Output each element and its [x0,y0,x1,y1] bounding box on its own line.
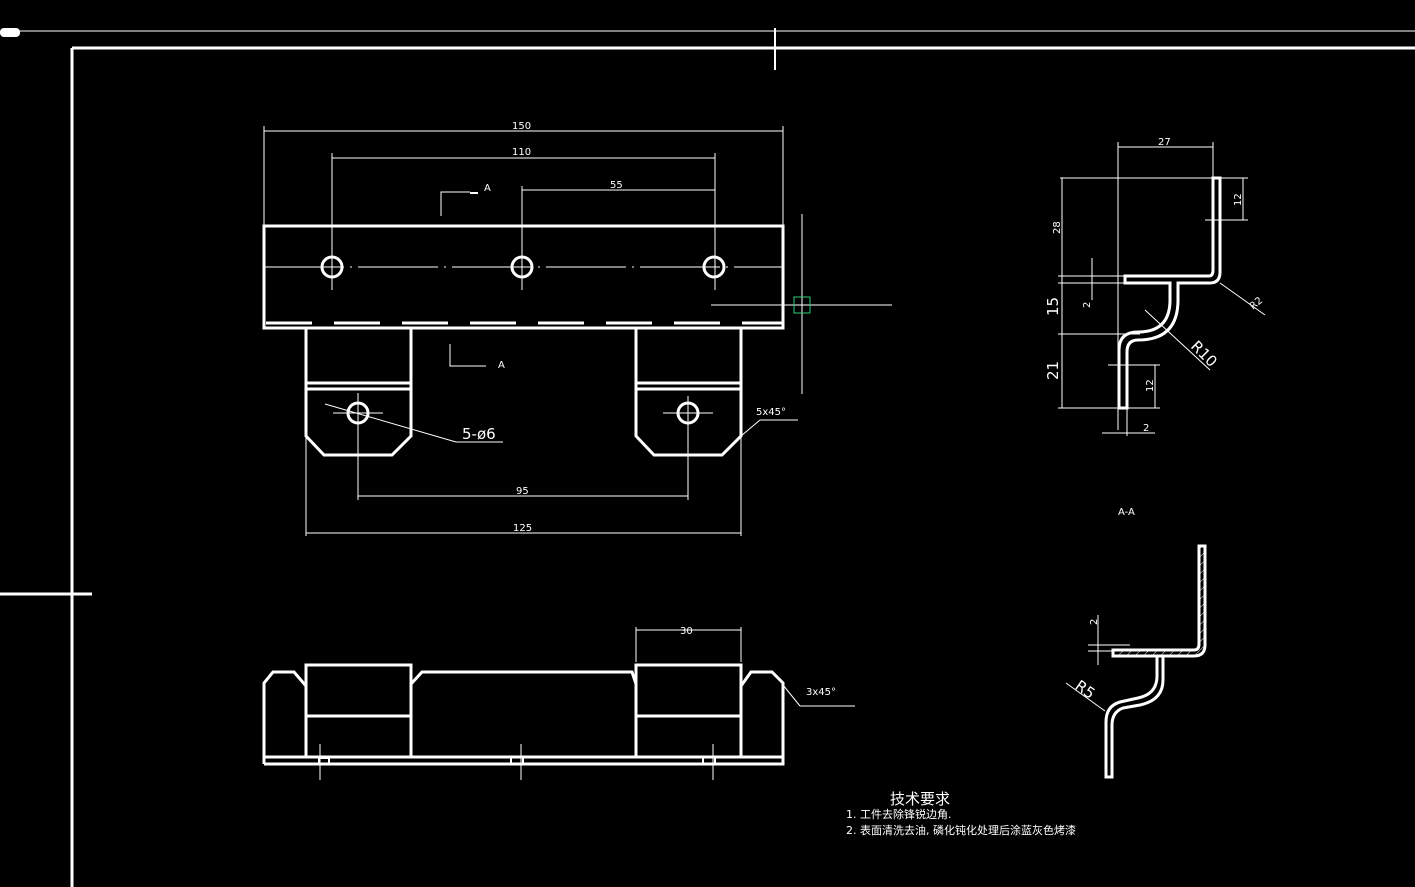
dim-2-thickness: 2 [1082,302,1093,308]
section-marker-a-top: A [484,183,491,194]
dim-28: 28 [1052,221,1063,234]
dim-110: 110 [512,147,531,158]
hole-callout: 5-ø6 [462,425,496,443]
dim-27: 27 [1158,137,1171,148]
drawing-frame [0,28,1415,887]
side-view-labels: 27 28 12 2 15 21 12 2 R2 R10 [1044,137,1265,434]
dim-30: 30 [680,626,693,637]
side-view [1058,142,1266,436]
radius-r10: R10 [1187,337,1221,371]
dim-2-bottom: 2 [1143,423,1149,434]
tech-requirements-title: 技术要求 [890,790,950,808]
chamfer-callout-3x45: 3x45° [806,687,836,698]
dim-12-top: 12 [1233,193,1244,206]
dim-2-section: 2 [1089,619,1100,625]
front-view-labels: 30 3x45° [680,626,836,698]
cursor-pickbox [793,296,811,314]
top-view-labels: 150 110 55 A A 5-ø6 5x45° 95 125 [462,121,786,534]
dim-15: 15 [1044,297,1062,316]
top-view [262,126,892,536]
dim-55: 55 [610,180,623,191]
dim-95: 95 [516,486,529,497]
dim-21: 21 [1044,361,1062,380]
tech-requirement-1: 1. 工件去除锋锐边角. [846,807,952,821]
dim-12-bottom: 12 [1145,379,1156,392]
section-marker-a-bottom: A [498,360,505,371]
radius-r2: R2 [1248,295,1265,312]
section-title: A-A [1118,507,1135,518]
section-view [1065,544,1207,779]
chamfer-callout-5x45: 5x45° [756,407,786,418]
front-view [262,627,855,780]
tech-requirements: 技术要求 1. 工件去除锋锐边角. 2. 表面清洗去油, 磷化钝化处理后涂蓝灰色… [846,790,1076,837]
radius-r5: R5 [1072,677,1099,703]
dim-150: 150 [512,121,531,132]
section-view-labels: A-A 2 R5 [1072,507,1135,703]
dim-125: 125 [513,523,532,534]
tech-requirement-2: 2. 表面清洗去油, 磷化钝化处理后涂蓝灰色烤漆 [846,823,1076,837]
